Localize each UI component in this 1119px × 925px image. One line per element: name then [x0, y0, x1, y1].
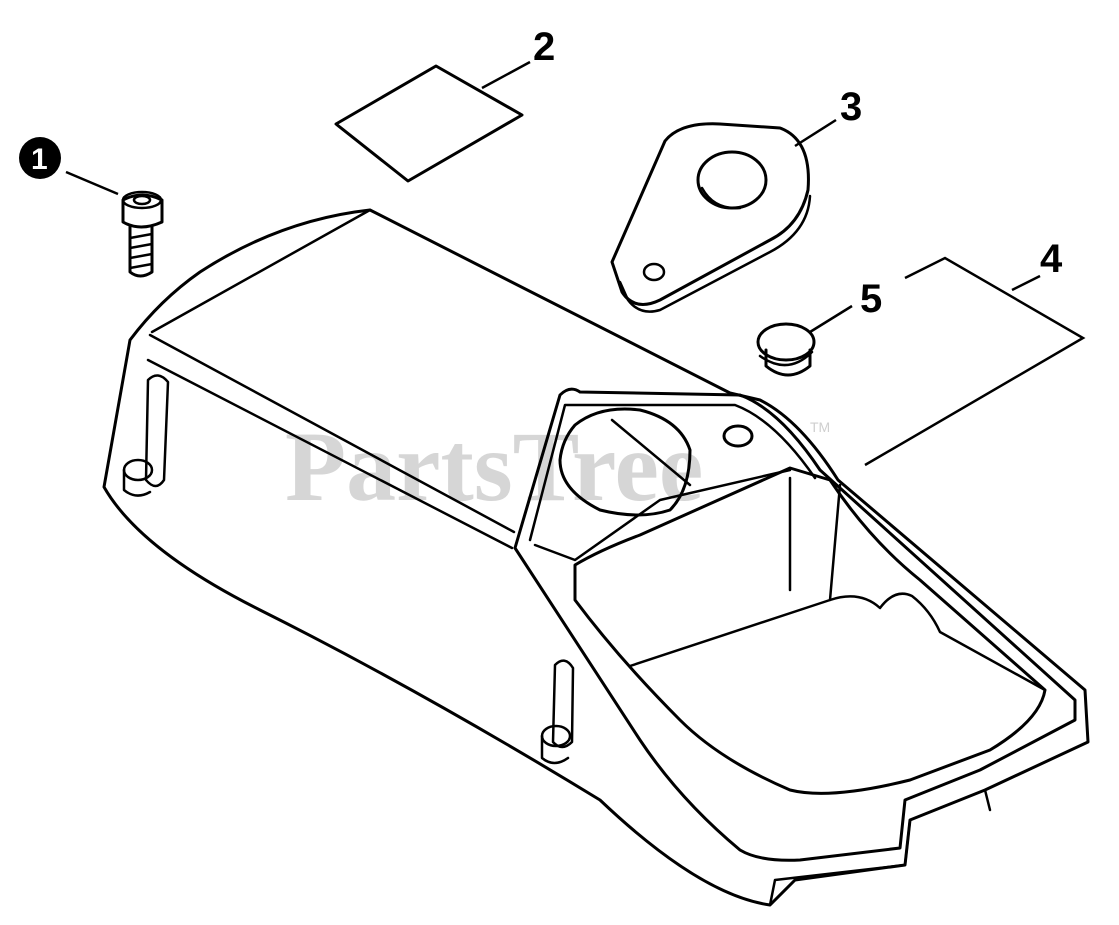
- watermark-text: PartsTree: [285, 411, 703, 522]
- callout-5[interactable]: 5: [860, 277, 882, 321]
- leader-4: [1011, 274, 1041, 292]
- part-3-plate[interactable]: [610, 122, 812, 313]
- watermark-trademark: TM: [810, 419, 830, 435]
- callout-4[interactable]: 4: [1040, 237, 1063, 281]
- leader-5: [809, 304, 853, 334]
- callout-2-label: 2: [533, 25, 555, 69]
- callout-4-label: 4: [1040, 237, 1063, 281]
- leader-2: [481, 60, 531, 90]
- part-2-label-sheet[interactable]: [334, 64, 524, 183]
- part-1-screw[interactable]: [121, 190, 164, 278]
- callout-3[interactable]: 3: [840, 85, 862, 129]
- main-housing-cover[interactable]: [102, 208, 1090, 907]
- callout-2[interactable]: 2: [533, 25, 555, 69]
- leader-1: [65, 170, 119, 196]
- callout-5-label: 5: [860, 277, 882, 321]
- callout-3-label: 3: [840, 85, 862, 129]
- part-4-gasket-outline: [864, 256, 1086, 467]
- leader-3: [794, 118, 837, 148]
- callout-1-label: 1: [31, 143, 48, 176]
- leader-lines: [65, 60, 1041, 334]
- part-5-plug[interactable]: [756, 322, 816, 377]
- callout-1[interactable]: 1: [19, 137, 61, 179]
